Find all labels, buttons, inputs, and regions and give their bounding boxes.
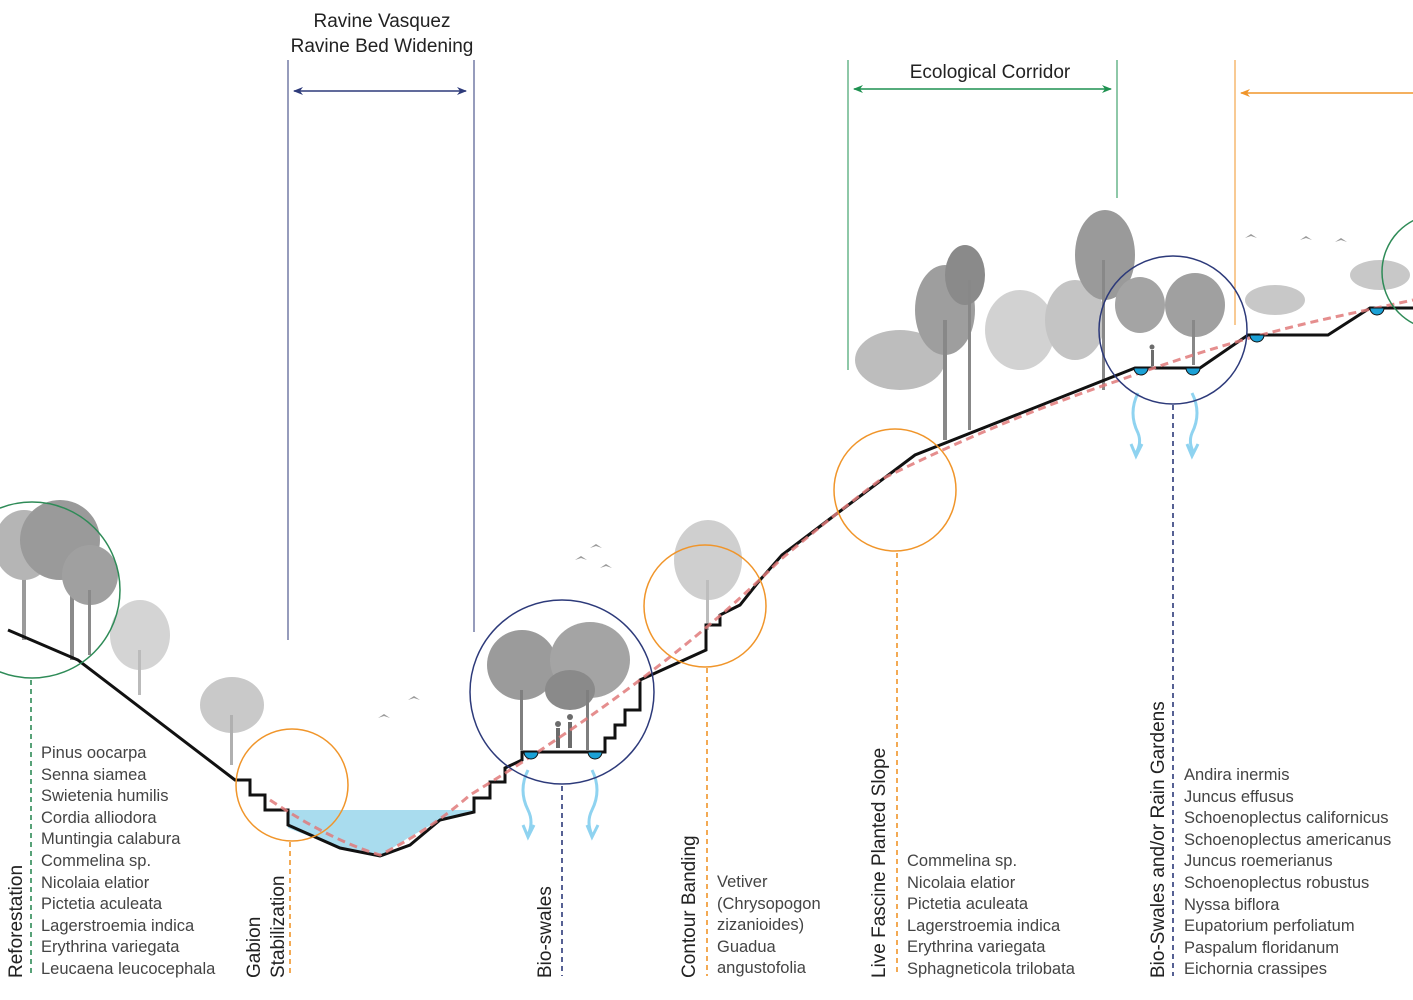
species-item: Swietenia humilis (41, 787, 169, 806)
species-item: Schoenoplectus robustus (1184, 873, 1370, 892)
gabion-label: Gabion Stabilization (243, 876, 291, 978)
fascine-species-list: Commelina sp. Nicolaia elatior Pictetia … (907, 851, 1075, 981)
bird-icon (378, 234, 1347, 718)
upper-zone-circle (1381, 219, 1413, 325)
gabion-label-line2: Stabilization (268, 875, 289, 978)
species-item: Pinus oocarpa (41, 744, 147, 762)
ravine-subtitle: Ravine Bed Widening (290, 36, 474, 57)
infiltration-arrows (521, 392, 1200, 841)
species-item: Juncus roemerianus (1184, 852, 1333, 871)
species-item: angustofolia (717, 959, 806, 978)
contour-zone-circle (643, 544, 767, 668)
species-item: Pictetia aculeata (907, 895, 1029, 914)
water-table-line (269, 298, 1413, 857)
species-item: Andira inermis (1184, 766, 1290, 784)
fascine-label: Live Fascine Planted Slope (869, 747, 890, 978)
species-item: Juncus effusus (1184, 787, 1294, 806)
species-item: Muntingia calabura (41, 830, 181, 849)
gabion-zone-circle (235, 728, 349, 842)
tree-icon (0, 500, 264, 765)
contour-label: Contour Banding (679, 835, 700, 978)
ravine-dimension (287, 60, 475, 640)
contour-species-list: Vetiver (Chrysopogon zizanioides) Guadua… (717, 872, 821, 980)
raingarden-zone-circle (1098, 255, 1248, 405)
fascine-zone-circle (833, 428, 957, 552)
ravine-title: Ravine Vasquez (313, 11, 451, 32)
species-item: Schoenoplectus americanus (1184, 830, 1392, 849)
gabion-label-line1: Gabion (244, 916, 265, 978)
tree-icon (855, 210, 1410, 440)
species-item: (Chrysopogon (717, 894, 821, 913)
species-item: Guadua (717, 937, 776, 956)
person-icon (555, 344, 1155, 748)
species-item: Commelina sp. (907, 852, 1018, 870)
species-item: Vetiver (717, 873, 768, 891)
reforestation-zone-circle (0, 501, 121, 679)
species-item: Senna siamea (41, 765, 147, 784)
species-item: zizanioides) (717, 916, 805, 935)
ravine-header: Ravine Vasquez Ravine Bed Widening (282, 9, 482, 59)
reforestation-species-list: Pinus oocarpa Senna siamea Swietenia hum… (41, 743, 215, 981)
bioswale-zone-circle (469, 599, 655, 785)
species-item: Commelina sp. (41, 851, 152, 870)
species-item: Eichornia crassipes (1184, 960, 1328, 979)
species-item: Erythrina variegata (41, 938, 180, 957)
raingarden-species-list: Andira inermis Juncus effusus Schoenople… (1184, 765, 1391, 981)
species-item: Leucaena leucocephala (41, 959, 216, 978)
corridor-title: Ecological Corridor (909, 62, 1071, 83)
species-item: Nicolaia elatior (41, 873, 150, 892)
bioswales-label: Bio-swales (535, 886, 556, 978)
leader-lines (30, 405, 1174, 976)
species-item: Erythrina variegata (907, 938, 1046, 957)
bioswale-markers (523, 307, 1385, 760)
species-item: Eupatorium perfoliatum (1184, 917, 1355, 936)
species-item: Lagerstroemia indica (41, 916, 195, 935)
species-item: Cordia alliodora (41, 808, 157, 827)
next-zone-dimension (1234, 60, 1413, 325)
species-item: Paspalum floridanum (1184, 938, 1339, 957)
tree-icon (487, 520, 742, 750)
corridor-dimension (847, 60, 1118, 370)
species-item: Schoenoplectus californicus (1184, 809, 1389, 828)
ravine-water (288, 810, 474, 856)
species-item: Nyssa biflora (1184, 895, 1280, 914)
raingarden-label: Bio-Swales and/or Rain Gardens (1148, 701, 1169, 978)
reforestation-label: Reforestation (6, 864, 27, 978)
species-item: Sphagneticola trilobata (907, 959, 1075, 978)
species-item: Nicolaia elatior (907, 873, 1016, 892)
vegetation (0, 210, 1410, 765)
species-item: Pictetia aculeata (41, 895, 163, 914)
species-item: Lagerstroemia indica (907, 916, 1061, 935)
